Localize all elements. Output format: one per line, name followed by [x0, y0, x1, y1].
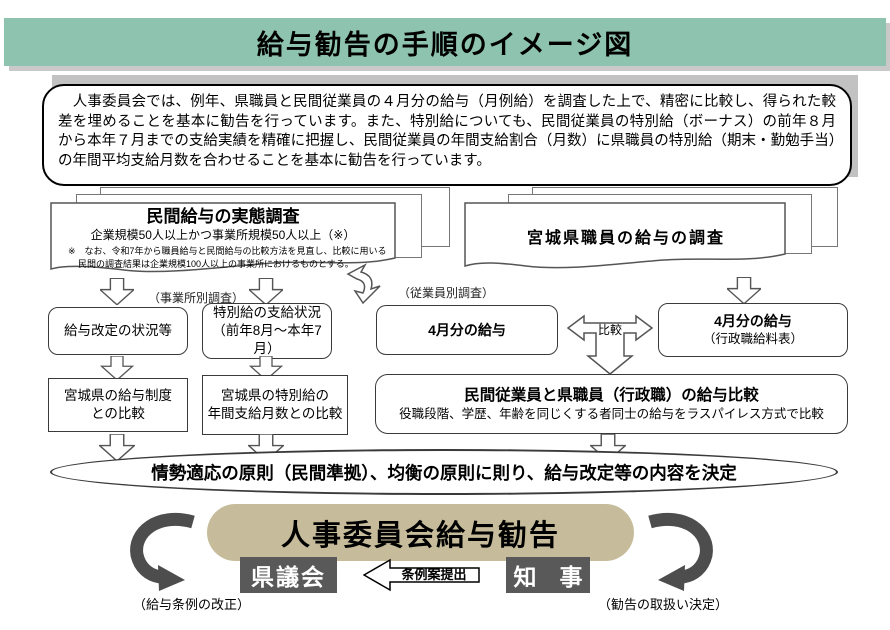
compare-arrows-icon [566, 314, 654, 375]
pref-system-line1: 宮城県の給与制度 [64, 388, 172, 403]
private-survey-paper [50, 202, 396, 273]
pref-special-pay-box: 宮城県の特別給の 年間支給月数との比較 [202, 375, 348, 435]
by-establishment-label: （事業所別調査） [148, 291, 245, 305]
april-salary-private-label: 4月分の給与 [428, 322, 506, 338]
salary-ordinance-revision-label: （給与条例の改正） [133, 597, 251, 612]
pref-salary-system-box: 宮城県の給与制度 との比較 [48, 378, 188, 432]
ordinance-arrow-icon [363, 558, 480, 592]
recommendation-text: 人事委員会給与勧告 [280, 519, 560, 552]
special-pay-line2: （前年8月～本年7月） [212, 323, 322, 356]
april-salary-private-box: 4月分の給与 [376, 305, 558, 355]
down-arrow-icon [100, 356, 134, 380]
comparison-title: 民間従業員と県職員（行政職）の給与比較 [464, 387, 759, 404]
curved-arrow-left-icon [130, 512, 195, 591]
april-salary-pref-line1: 4月分の給与 [714, 313, 792, 329]
private-survey-content: 民間給与の実態調査 企業規模50人以上かつ事業所規模50人以上（※） ※ なお、… [52, 206, 394, 270]
recommendation-stadium: 人事委員会給与勧告 [207, 504, 634, 561]
down-arrow-icon [99, 434, 135, 461]
special-pay-line1: 特別給の支給状況 [213, 305, 321, 320]
prefectural-assembly-box: 県議会 [240, 557, 337, 593]
pref-system-line2: との比較 [91, 406, 145, 421]
salary-revision-status-box: 給与改定の状況等 [48, 307, 188, 355]
down-arrow-icon [249, 356, 283, 380]
down-arrow-icon [727, 277, 761, 304]
intro-text-box: 人事委員会では、例年、県職員と民間従業員の４月分の給与（月例給）を調査した上で、… [42, 84, 852, 186]
private-survey-note-line2: 民間の調査結果は企業規模100人以上の事業所におけるものとする。 [78, 259, 354, 269]
down-arrow-icon [249, 278, 283, 305]
salary-comparison-box: 民間従業員と県職員（行政職）の給与比較 役職段階、学歴、年齢を同じくする者同士の… [375, 374, 848, 434]
governor-label: 知 事 [513, 564, 583, 590]
salary-revision-status-label: 給与改定の状況等 [64, 323, 172, 338]
curved-arrow-right-icon [648, 512, 713, 591]
pref-special-line2: 年間支給月数との比較 [207, 406, 343, 421]
private-survey-note-line1: ※ なお、令和7年から職員給与と民間給与の比較方法を見直し、比較に用いる [68, 246, 387, 256]
private-survey-title: 民間給与の実態調査 [146, 207, 300, 226]
page-title: 給与勧告の手順のイメージ図 [256, 29, 634, 60]
decision-ellipse: 情勢適応の原則（民間準拠）、均衡の原則に則り、給与改定等の内容を決定 [50, 449, 838, 495]
ordinance-submission-label: 条例案提出 [401, 567, 467, 582]
april-salary-pref-box: 4月分の給与 （行政職給料表） [658, 303, 848, 357]
intro-paragraph: 人事委員会では、例年、県職員と民間従業員の４月分の給与（月例給）を調査した上で、… [58, 94, 836, 169]
decision-text: 情勢適応の原則（民間準拠）、均衡の原則に則り、給与改定等の内容を決定 [151, 462, 737, 483]
private-survey-subtitle: 企業規模50人以上かつ事業所規模50人以上（※） [90, 228, 356, 242]
pref-special-line1: 宮城県の特別給の [221, 388, 329, 403]
down-arrow-icon [100, 278, 134, 305]
recommendation-handling-label: （勧告の取扱い決定） [598, 597, 729, 612]
governor-box: 知 事 [506, 557, 590, 593]
pref-survey-title: 宮城県職員の給与の調査 [526, 230, 725, 247]
special-pay-status-box: 特別給の支給状況 （前年8月～本年7月） [202, 303, 332, 359]
assembly-label: 県議会 [251, 564, 326, 590]
bent-arrow-icon [346, 263, 381, 305]
pref-survey-paper [464, 202, 786, 269]
april-salary-pref-line2: （行政職給料表） [702, 332, 803, 346]
title-banner: 給与勧告の手順のイメージ図 [4, 18, 886, 66]
by-employee-label: （従業員別調査） [398, 286, 495, 300]
comparison-subtitle: 役職段階、学歴、年齢を同じくする者同士の給与をラスパイレス方式で比較 [399, 407, 824, 421]
compare-label: 比較 [597, 323, 622, 337]
